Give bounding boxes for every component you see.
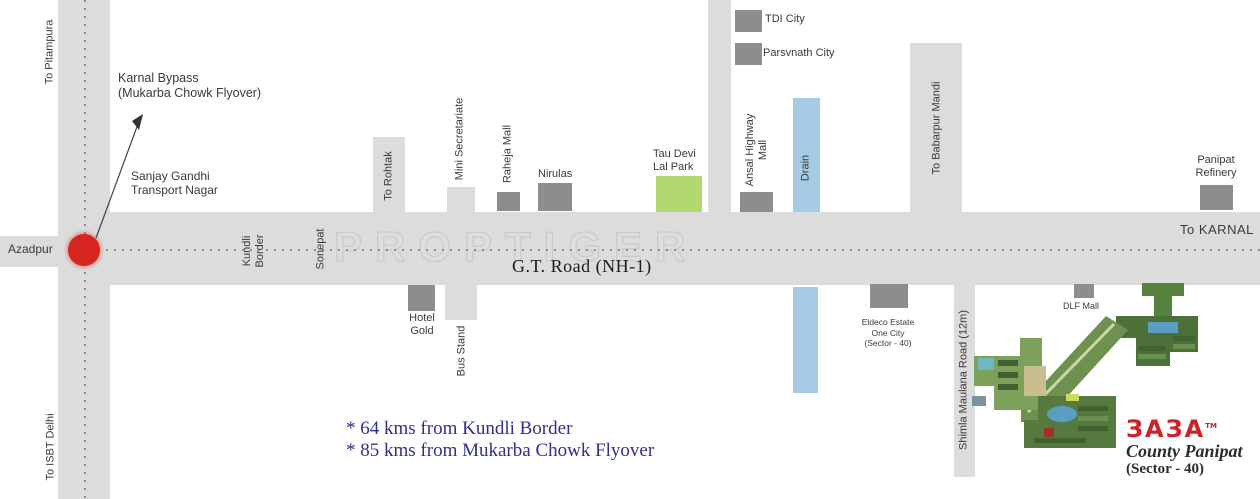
label-nirulas: Nirulas: [538, 168, 573, 180]
label-gt-road: G.T. Road (NH-1): [512, 256, 652, 276]
label-to-pitampura: To Pitampura: [43, 19, 56, 85]
label-to-babarpur-mandi: To Babarpur Mandi: [930, 81, 943, 175]
label-kundli-border: Kundli Border: [241, 234, 267, 267]
distance-note-1: * 64 kms from Kundli Border: [346, 418, 573, 439]
brand-logo-tm: TM: [1205, 422, 1217, 430]
label-ansal-line1: Ansal Highway: [744, 113, 756, 187]
label-hotel-gold-line2: Gold: [410, 325, 434, 337]
label-eldeco-line3: (Sector - 40): [864, 338, 912, 348]
road-shimla-maulana: [954, 285, 975, 477]
tau-devi-lal-park-area: [656, 176, 702, 212]
road-mini-secretariate-stub: [447, 187, 475, 212]
label-hotel-gold: Hotel Gold: [404, 312, 440, 338]
road-tdi: [708, 0, 731, 212]
label-parsvnath-city: Parsvnath City: [763, 47, 835, 59]
label-sanjay-gandhi: Sanjay Gandhi Transport Nagar: [131, 169, 218, 197]
label-tdi-city: TDI City: [765, 13, 805, 25]
label-to-karnal: To KARNAL: [1180, 222, 1254, 237]
flyover-arrow: [95, 114, 143, 239]
block-parsvnath-city: [735, 43, 762, 65]
label-panipat-refinery: Panipat Refinery: [1188, 154, 1244, 180]
label-karnal-bypass: Karnal Bypass (Mukarba Chowk Flyover): [118, 71, 261, 101]
label-eldeco-line1: Eldeco Estate: [861, 317, 915, 327]
brand-logo: ЗАЗАTM County Panipat (Sector - 40): [1126, 414, 1243, 478]
label-karnal-bypass-line1: Karnal Bypass: [118, 71, 199, 85]
block-raheja-mall: [497, 192, 520, 211]
road-rohtak-stub: [373, 137, 405, 212]
block-hotel-gold: [408, 285, 435, 311]
brand-logo-subtitle: County Panipat: [1126, 441, 1243, 461]
azadpur-junction-marker: [68, 234, 100, 266]
brand-logo-wordmark: ЗАЗАTM: [1126, 414, 1243, 441]
label-kundli-line2: Border: [254, 234, 266, 268]
label-drain: Drain: [799, 154, 812, 182]
label-tau-devi-line1: Tau Devi: [653, 148, 696, 160]
label-dlf-mall: DLF Mall: [1063, 301, 1100, 311]
block-panipat-refinery: [1200, 185, 1233, 210]
block-ansal-highway-mall: [740, 192, 773, 212]
brand-logo-text: ЗАЗА: [1126, 415, 1206, 443]
drain-upper: [793, 98, 820, 212]
site-plan-image: [972, 283, 1198, 448]
label-tau-devi-line2: Lal Park: [653, 161, 694, 173]
distance-notes: * 64 kms from Kundli Border * 85 kms fro…: [346, 418, 654, 462]
block-eldeco-estate: [870, 284, 908, 308]
label-ansal-line2: Mall: [757, 139, 769, 161]
label-panipat-refinery-line1: Panipat: [1197, 154, 1235, 166]
dotted-line-horizontal: [98, 249, 1260, 251]
label-sanjay-gandhi-line1: Sanjay Gandhi: [131, 169, 210, 183]
block-nirulas: [538, 183, 572, 211]
block-tdi-city: [735, 10, 762, 32]
label-ansal-highway-mall: Ansal Highway Mall: [744, 114, 770, 187]
label-panipat-refinery-line2: Refinery: [1195, 167, 1237, 179]
road-babarpur: [910, 43, 962, 212]
label-hotel-gold-line1: Hotel: [409, 312, 435, 324]
label-karnal-bypass-line2: (Mukarba Chowk Flyover): [118, 86, 262, 100]
label-mini-secretariate: Mini Secretariate: [453, 97, 466, 181]
drain-lower: [793, 287, 818, 393]
distance-note-2: * 85 kms from Mukarba Chowk Flyover: [346, 440, 655, 461]
road-azadpur-stub: [0, 236, 58, 267]
watermark: PROPTIGER: [333, 222, 699, 270]
block-dlf-mall: [1074, 284, 1094, 298]
label-to-rohtak: To Rohtak: [382, 151, 395, 201]
label-sonepat: Sonepat: [314, 228, 327, 270]
label-to-isbt-delhi: To ISBT Delhi: [44, 413, 57, 481]
label-kundli-line1: Kundli: [241, 235, 253, 267]
brand-logo-sector: (Sector - 40): [1126, 461, 1205, 477]
label-azadpur: Azadpur: [8, 242, 53, 256]
label-eldeco-line2: One City: [871, 327, 905, 338]
road-bus-stand-stub: [445, 285, 477, 320]
label-bus-stand: Bus Stand: [455, 325, 468, 377]
label-eldeco-estate: Eldeco Estate One City (Sector - 40): [856, 317, 920, 349]
road-gt-main: [110, 212, 1260, 285]
label-raheja-mall: Raheja Mall: [501, 124, 514, 184]
label-sanjay-gandhi-line2: Transport Nagar: [131, 183, 218, 197]
label-tau-devi-lal-park: Tau Devi Lal Park: [653, 148, 696, 174]
